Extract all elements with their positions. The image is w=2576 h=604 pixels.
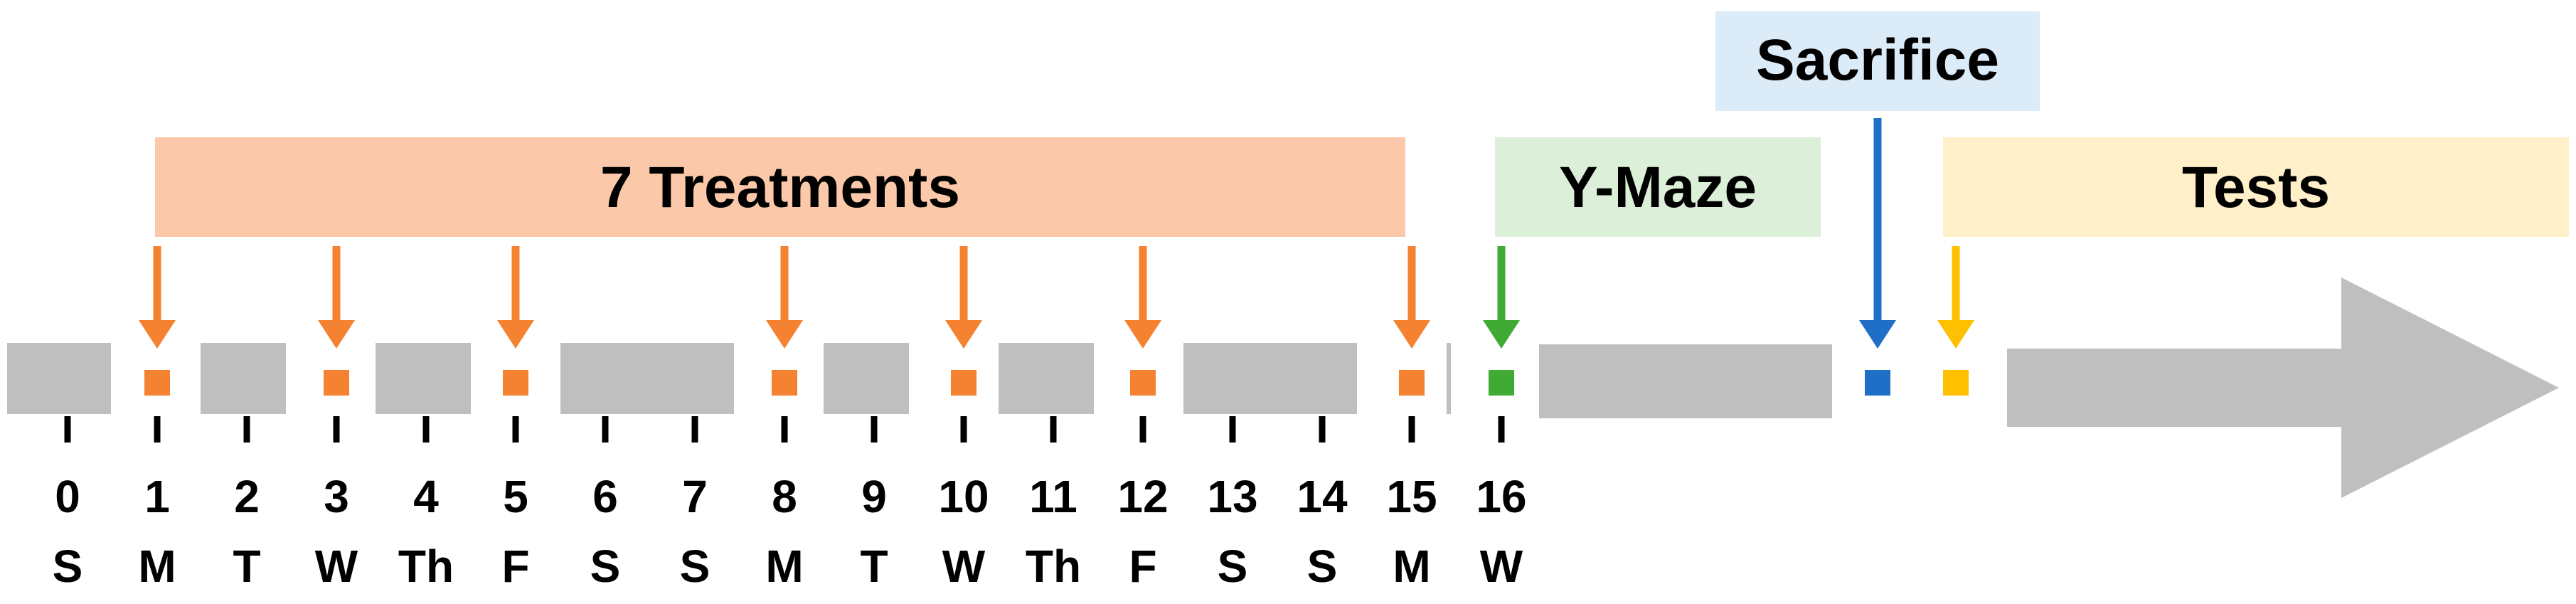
treatment-marker xyxy=(951,370,976,396)
sacrifice-marker xyxy=(1865,370,1890,396)
timeline-block xyxy=(560,343,734,414)
day-of-week: M xyxy=(765,541,803,592)
day-of-week: T xyxy=(860,541,888,592)
day-of-week: M xyxy=(138,541,176,592)
timeline-block xyxy=(999,343,1094,414)
treatment-marker xyxy=(772,370,797,396)
day-number: 3 xyxy=(324,471,349,522)
timeline-block xyxy=(7,343,111,414)
day-of-week: S xyxy=(590,541,621,592)
day-of-week: F xyxy=(501,541,529,592)
day-number: 13 xyxy=(1207,471,1257,522)
day-number: 0 xyxy=(55,471,80,522)
day-number: 9 xyxy=(861,471,887,522)
day-number: 6 xyxy=(592,471,618,522)
tests-label: Tests xyxy=(2182,155,2330,220)
treatment-arrow-head xyxy=(766,320,803,349)
sacrifice-label: Sacrifice xyxy=(1756,28,1999,92)
timeline-block xyxy=(824,343,909,414)
day-of-week: M xyxy=(1393,541,1430,592)
day-number: 4 xyxy=(413,471,439,522)
ymaze-marker xyxy=(1489,370,1514,396)
day-of-week: F xyxy=(1129,541,1156,592)
treatment-marker xyxy=(1130,370,1156,396)
day-number: 2 xyxy=(234,471,260,522)
treatment-marker xyxy=(144,370,170,396)
timeline-block xyxy=(201,343,286,414)
day-number: 7 xyxy=(682,471,708,522)
day-number: 11 xyxy=(1029,471,1077,522)
day-number: 5 xyxy=(503,471,528,522)
treatment-arrow-head xyxy=(1393,320,1430,349)
tests-marker xyxy=(1943,370,1969,396)
treatments-label: 7 Treatments xyxy=(600,155,960,220)
day-of-week: S xyxy=(680,541,710,592)
treatments-band xyxy=(155,137,1405,237)
treatment-arrow-head xyxy=(318,320,355,349)
timeline-block-post-ymaze xyxy=(1539,344,1832,418)
day-of-week: S xyxy=(1307,541,1338,592)
tests-band xyxy=(1943,137,2569,237)
day-number: 15 xyxy=(1386,471,1437,522)
day-number: 1 xyxy=(144,471,170,522)
timeline-divider xyxy=(1447,343,1451,414)
day-of-week: Th xyxy=(398,541,454,592)
day-of-week: W xyxy=(942,541,986,592)
treatment-marker xyxy=(1399,370,1425,396)
ymaze-label: Y-Maze xyxy=(1559,155,1757,220)
day-number: 10 xyxy=(938,471,989,522)
day-of-week: T xyxy=(233,541,260,592)
timeline-arrow xyxy=(2007,277,2559,498)
tests-arrow-head xyxy=(1937,320,1974,349)
timeline-block xyxy=(376,343,471,414)
day-of-week: Th xyxy=(1026,541,1081,592)
day-number: 8 xyxy=(772,471,797,522)
treatment-arrow-head xyxy=(1124,320,1161,349)
sacrifice-band xyxy=(1715,11,2040,111)
day-number: 16 xyxy=(1476,471,1526,522)
day-number: 12 xyxy=(1117,471,1168,522)
ymaze-arrow-head xyxy=(1483,320,1520,349)
treatment-arrow-head xyxy=(945,320,982,349)
day-of-week: S xyxy=(53,541,83,592)
sacrifice-arrow-head xyxy=(1859,320,1896,349)
day-of-week: W xyxy=(315,541,358,592)
day-number: 14 xyxy=(1297,471,1348,522)
treatment-arrow-head xyxy=(497,320,534,349)
treatment-marker xyxy=(324,370,349,396)
timeline-block xyxy=(1183,343,1357,414)
treatment-arrow-head xyxy=(139,320,176,349)
treatment-marker xyxy=(503,370,528,396)
ymaze-band xyxy=(1495,137,1821,237)
day-of-week: S xyxy=(1218,541,1248,592)
day-of-week: W xyxy=(1480,541,1523,592)
